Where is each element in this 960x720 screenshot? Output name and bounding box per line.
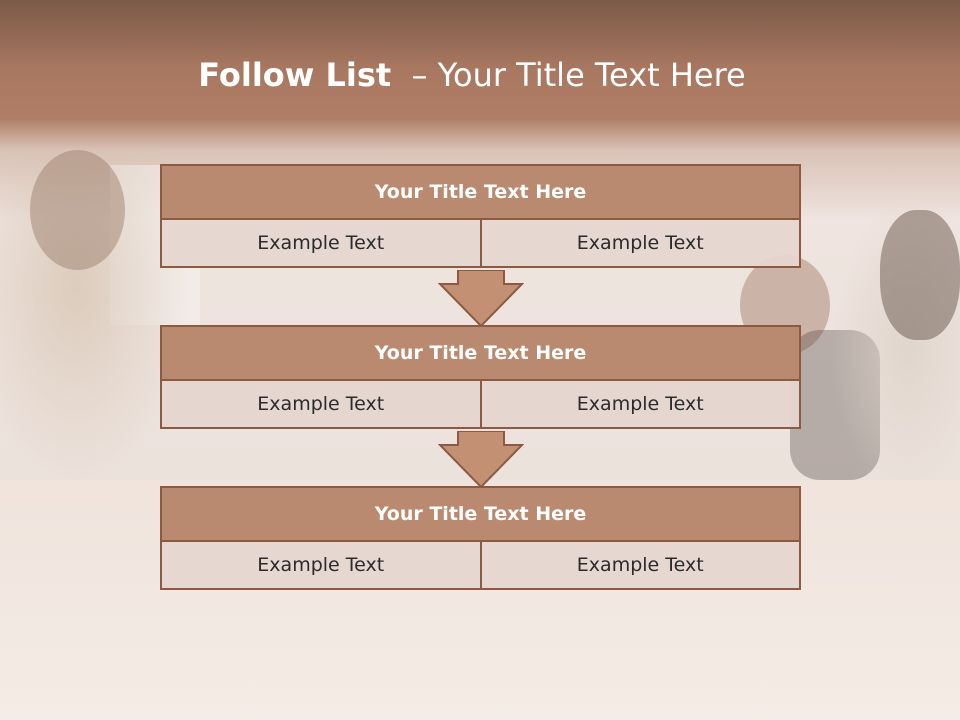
block-row: Example Text Example Text [160,379,801,429]
block-cell-left: Example Text [160,379,482,429]
block-title: Your Title Text Here [160,486,801,542]
block-title: Your Title Text Here [160,164,801,220]
list-block-1: Your Title Text Here Example Text Exampl… [160,164,801,268]
background-photo-person [880,210,960,340]
down-arrow-icon [438,270,524,328]
down-arrow-icon [438,431,524,489]
block-title: Your Title Text Here [160,325,801,381]
slide-title: Follow List – Your Title Text Here [0,55,944,95]
background-photo-person [830,200,960,500]
background-photo-person [0,150,190,490]
block-cell-right: Example Text [479,218,801,268]
background-photo-person [30,150,125,270]
block-cell-right: Example Text [479,540,801,590]
block-cell-left: Example Text [160,218,482,268]
list-block-2: Your Title Text Here Example Text Exampl… [160,325,801,429]
block-cell-right: Example Text [479,379,801,429]
block-row: Example Text Example Text [160,218,801,268]
block-cell-left: Example Text [160,540,482,590]
slide-title-bold: Follow List [198,56,392,94]
block-row: Example Text Example Text [160,540,801,590]
list-block-3: Your Title Text Here Example Text Exampl… [160,486,801,590]
slide-title-rest: – Your Title Text Here [391,56,746,94]
